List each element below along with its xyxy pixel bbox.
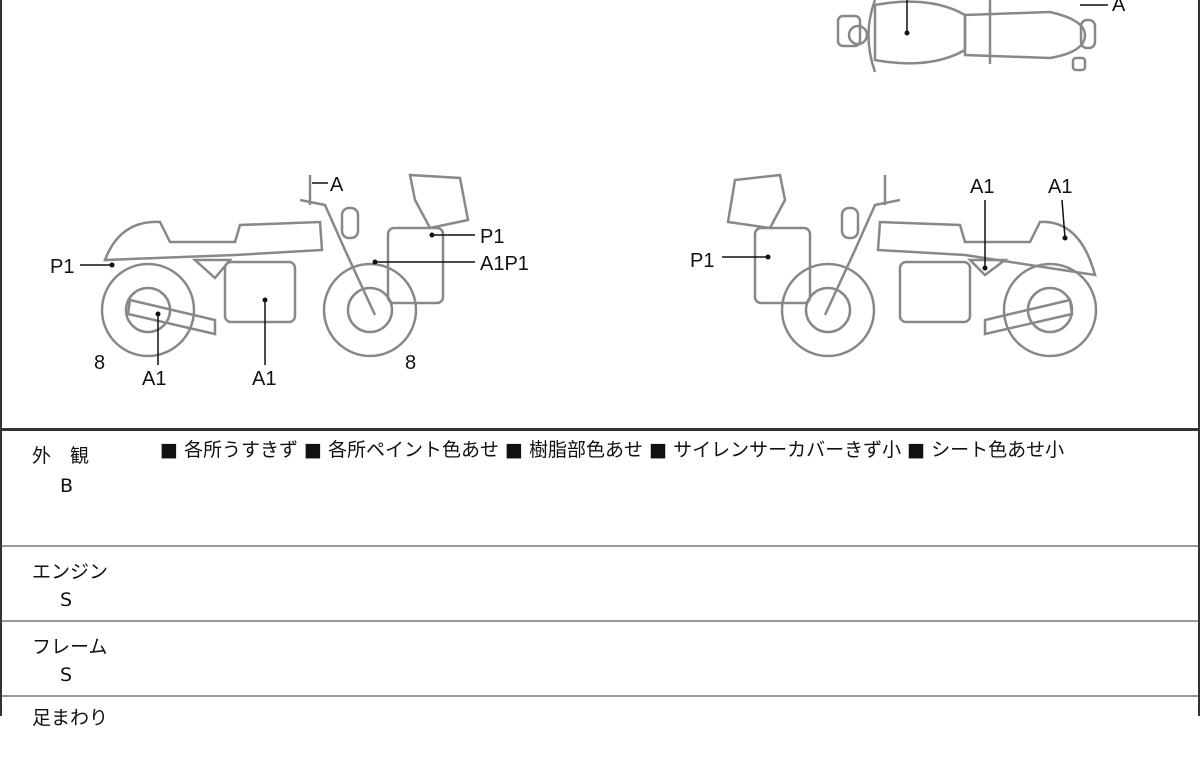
damage-label: A1 bbox=[252, 368, 277, 390]
leader-lines bbox=[80, 182, 1066, 365]
grade-value: S bbox=[60, 664, 73, 686]
grade-value: B bbox=[60, 475, 74, 497]
notes-text: ■ 各所うすきず ■ 各所ペイント色あせ ■ 樹脂部色あせ ■ サイレンサーカバ… bbox=[160, 439, 1065, 461]
top-view-motorcycle bbox=[836, 0, 1108, 73]
right-side-motorcycle bbox=[726, 173, 1098, 358]
damage-label: A1 bbox=[1048, 176, 1073, 198]
row-suspension: 足まわり bbox=[2, 697, 1198, 757]
category-label: フレーム bbox=[32, 636, 108, 658]
damage-label: P1 bbox=[690, 250, 715, 272]
category-label: 足まわり bbox=[32, 707, 109, 729]
left-side-motorcycle bbox=[100, 173, 470, 358]
row-exterior: 外 観 B ■ 各所うすきず ■ 各所ペイント色あせ ■ 樹脂部色あせ ■ サイ… bbox=[2, 431, 1198, 547]
motorcycle-drawings bbox=[80, 0, 1108, 365]
damage-label: 8 bbox=[405, 352, 417, 374]
damage-label: A bbox=[330, 174, 344, 196]
grade-value: S bbox=[60, 589, 73, 611]
damage-label: P1 bbox=[480, 226, 505, 248]
row-frame: フレーム S bbox=[2, 622, 1198, 697]
damage-label: A1P1 bbox=[480, 253, 529, 275]
damage-label: P1 bbox=[50, 256, 75, 278]
damage-label: A bbox=[1112, 0, 1126, 16]
category-label: エンジン bbox=[32, 561, 109, 583]
damage-diagram: A A P1 A1P1 P1 8 A1 A1 8 A1 A1 P1 bbox=[0, 0, 1200, 431]
damage-label: A1 bbox=[142, 368, 167, 390]
row-engine: エンジン S bbox=[2, 547, 1198, 622]
inspection-sheet bbox=[0, 0, 1200, 716]
damage-label: A1 bbox=[970, 176, 995, 198]
damage-label: 8 bbox=[94, 352, 106, 374]
category-label: 外 観 bbox=[32, 445, 90, 467]
